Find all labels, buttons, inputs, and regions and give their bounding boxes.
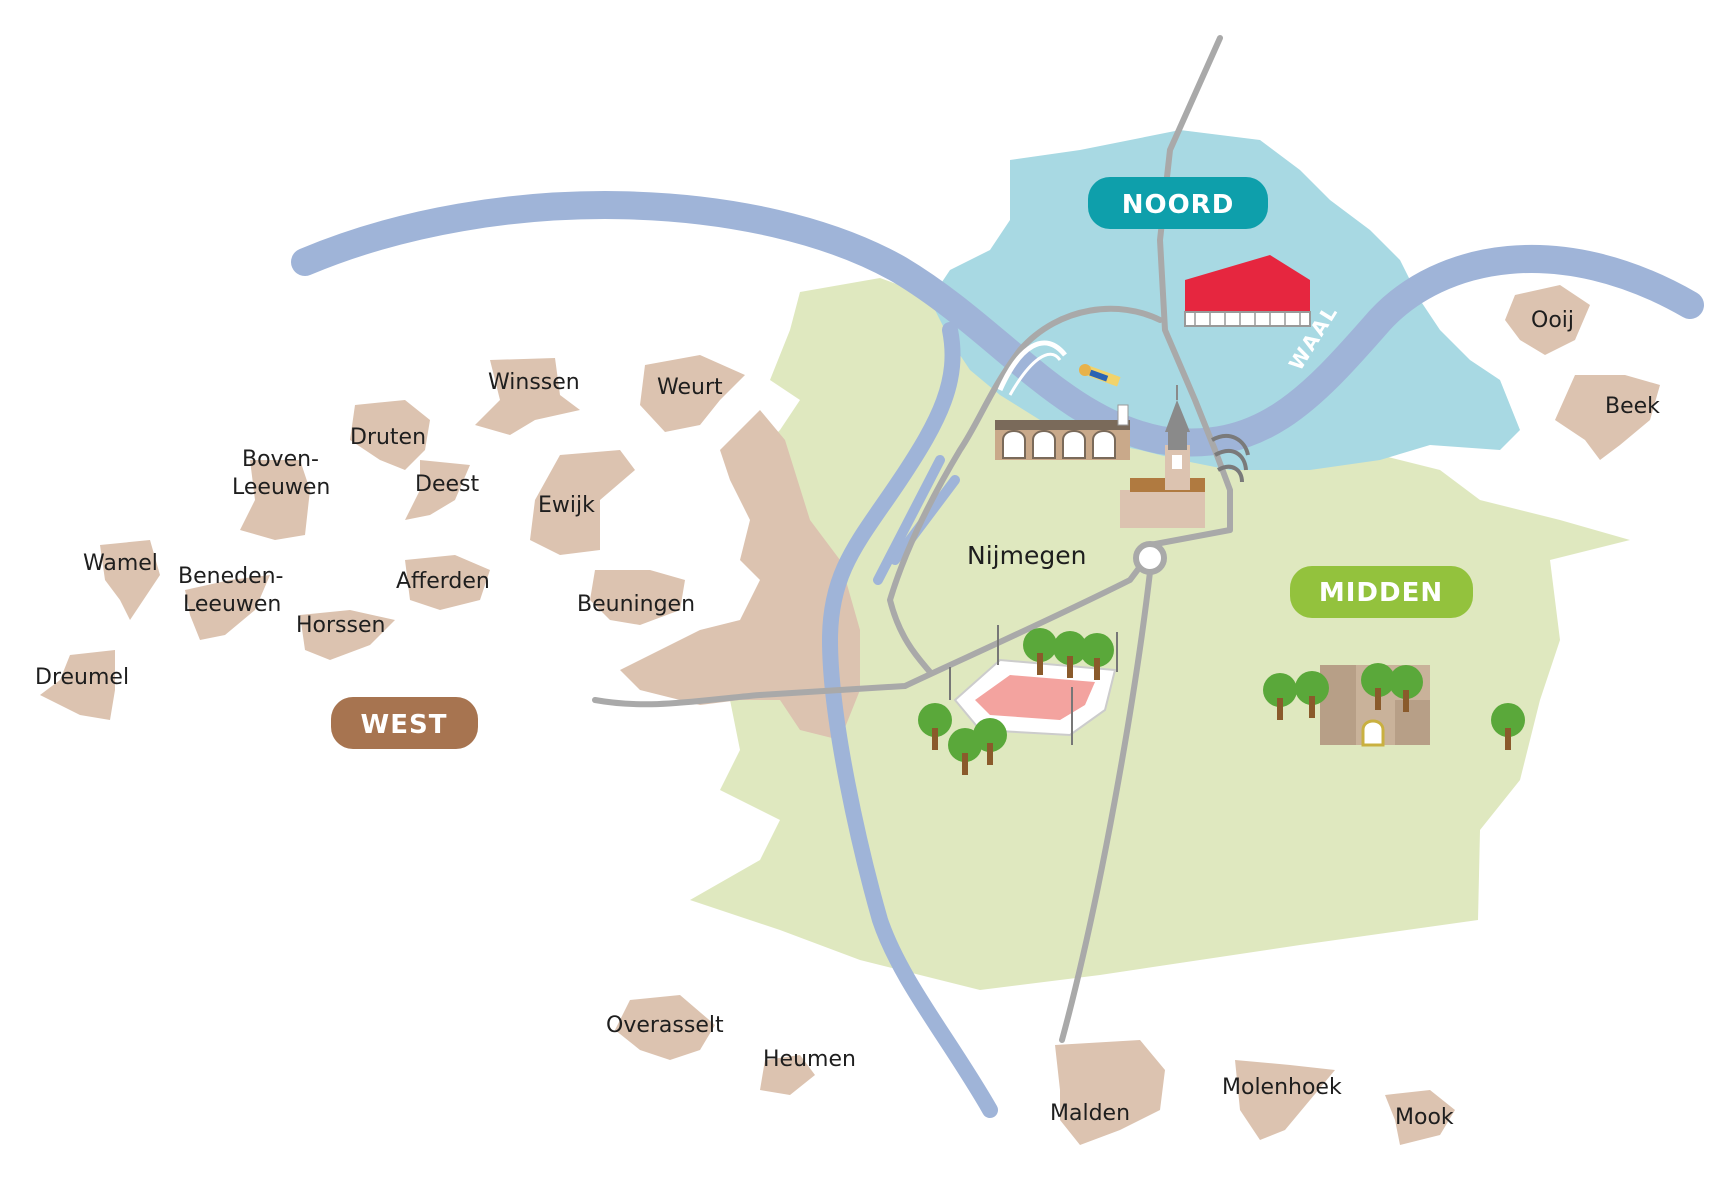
label-heumen: Heumen xyxy=(763,1047,856,1072)
village-horssen xyxy=(300,610,395,660)
village-afferden xyxy=(405,555,490,610)
village-dreumel xyxy=(40,650,115,720)
railway-bridge-icon xyxy=(1211,434,1250,483)
place-labels: Winssen Weurt Druten Boven- Leeuwen Dees… xyxy=(35,308,1660,1130)
label-ewijk: Ewijk xyxy=(538,493,595,518)
label-mook: Mook xyxy=(1395,1105,1454,1130)
canal xyxy=(822,322,998,1118)
tree-icon xyxy=(1263,673,1297,720)
village-heumen xyxy=(760,1055,815,1095)
tree-icon xyxy=(1053,631,1087,678)
village-druten xyxy=(350,400,430,470)
label-boven-leeuwen-line1: Boven- xyxy=(242,447,319,472)
bridge-arch-2-icon xyxy=(1008,352,1062,396)
region-badge-west-label: WEST xyxy=(361,710,448,740)
village-overasselt xyxy=(615,995,715,1060)
village-ooij xyxy=(1505,285,1590,355)
label-beek: Beek xyxy=(1605,394,1660,419)
label-dreumel: Dreumel xyxy=(35,665,129,690)
village-beek xyxy=(1555,375,1660,460)
tree-icon xyxy=(973,718,1007,765)
village-wamel xyxy=(100,540,160,620)
label-horssen: Horssen xyxy=(296,613,385,638)
label-malden: Malden xyxy=(1050,1101,1130,1126)
villages xyxy=(40,285,1660,1145)
trees xyxy=(918,628,1525,775)
road-ring xyxy=(887,305,1163,675)
bridge-arch-icon xyxy=(997,340,1067,392)
village-deest xyxy=(405,460,470,520)
region-badge-noord[interactable]: NOORD xyxy=(1088,177,1268,229)
village-beuningen xyxy=(590,570,685,625)
label-overasselt: Overasselt xyxy=(606,1013,724,1038)
midden-area xyxy=(690,278,1630,990)
city-label-nijmegen: Nijmegen xyxy=(967,541,1086,570)
village-molenhoek xyxy=(1235,1060,1335,1140)
tree-icon xyxy=(1361,663,1395,710)
region-badge-noord-label: NOORD xyxy=(1122,190,1235,220)
tree-icon xyxy=(1080,633,1114,680)
label-weurt: Weurt xyxy=(657,375,723,400)
harbour-arm-1 xyxy=(873,455,945,585)
region-badge-midden-label: MIDDEN xyxy=(1319,578,1443,608)
label-druten: Druten xyxy=(350,425,426,450)
sunbather-icon xyxy=(1079,364,1121,387)
village-winssen xyxy=(475,358,580,435)
red-building-icon xyxy=(1184,255,1311,327)
label-beuningen: Beuningen xyxy=(577,592,695,617)
label-molenhoek: Molenhoek xyxy=(1222,1075,1342,1100)
label-deest: Deest xyxy=(415,472,479,497)
church-icon xyxy=(1120,385,1205,528)
label-beneden-leeuwen-line1: Beneden- xyxy=(178,564,284,589)
tree-icon xyxy=(918,703,952,750)
region-badge-midden[interactable]: MIDDEN xyxy=(1290,566,1473,618)
label-wamel: Wamel xyxy=(83,551,158,576)
village-boven-leeuwen xyxy=(240,460,310,540)
region-badge-west[interactable]: WEST xyxy=(331,697,478,749)
stadium-icon xyxy=(949,625,1118,745)
tree-icon xyxy=(1389,665,1423,712)
village-ewijk xyxy=(530,450,635,555)
label-boven-leeuwen-line2: Leeuwen xyxy=(232,475,330,500)
road-west xyxy=(592,557,1148,708)
village-beneden-leeuwen xyxy=(185,575,270,640)
west-urban-area xyxy=(620,410,860,740)
village-weurt xyxy=(640,355,745,432)
tree-icon xyxy=(1491,703,1525,750)
station-building-icon xyxy=(995,404,1130,460)
village-malden xyxy=(1055,1040,1165,1145)
label-afferden: Afferden xyxy=(396,569,490,594)
tree-icon xyxy=(1295,671,1329,718)
tree-icon xyxy=(1023,628,1057,675)
label-beneden-leeuwen-line2: Leeuwen xyxy=(183,592,281,617)
label-ooij: Ooij xyxy=(1531,308,1574,333)
label-winssen: Winssen xyxy=(488,370,580,395)
village-mook xyxy=(1385,1090,1455,1145)
roundabout xyxy=(1133,541,1167,575)
road-south xyxy=(1059,569,1153,1043)
